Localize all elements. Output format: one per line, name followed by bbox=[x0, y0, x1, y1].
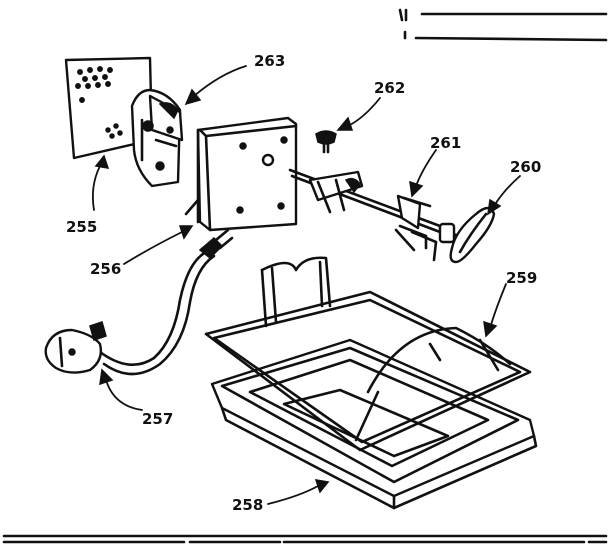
rotisserie-motor bbox=[184, 116, 298, 232]
part-label-257: 257 bbox=[142, 410, 173, 428]
part-label-256: 256 bbox=[90, 260, 121, 278]
part-labels: 263 262 261 260 259 258 257 256 255 bbox=[66, 52, 541, 514]
spit-rod bbox=[288, 168, 442, 262]
motor-mount-clip bbox=[130, 88, 184, 188]
part-label-259: 259 bbox=[506, 269, 537, 287]
leader-lines bbox=[91, 65, 521, 505]
part-label-263: 263 bbox=[254, 52, 285, 70]
thumb-screw bbox=[315, 130, 337, 154]
part-label-258: 258 bbox=[232, 496, 263, 514]
part-label-262: 262 bbox=[374, 79, 405, 97]
top-border-lines bbox=[398, 8, 608, 42]
power-cord bbox=[44, 228, 234, 376]
part-label-260: 260 bbox=[510, 158, 541, 176]
part-label-255: 255 bbox=[66, 218, 97, 236]
wire-rack bbox=[204, 256, 532, 452]
drip-pan bbox=[210, 338, 538, 510]
spit-handle bbox=[438, 206, 496, 264]
bottom-border-lines bbox=[2, 534, 608, 544]
part-label-261: 261 bbox=[430, 134, 461, 152]
